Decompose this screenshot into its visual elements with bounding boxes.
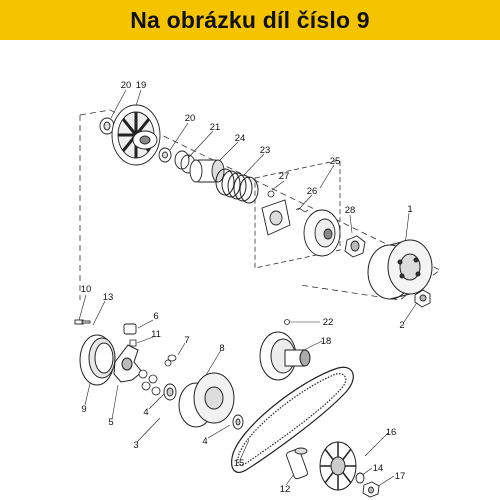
part-15-v-belt bbox=[231, 366, 354, 473]
title-banner: Na obrázku díl číslo 9 bbox=[0, 0, 500, 40]
rollers bbox=[138, 369, 161, 396]
part-28-nut bbox=[344, 235, 366, 258]
callout-label: 13 bbox=[103, 292, 114, 303]
part-16-fan-sheave bbox=[319, 441, 357, 491]
callout-label: 23 bbox=[260, 145, 271, 156]
callout-label: 1 bbox=[407, 204, 412, 215]
part-25-clutch-plate bbox=[261, 199, 291, 236]
callout-label: 18 bbox=[321, 336, 332, 347]
part-22-screw bbox=[284, 319, 290, 325]
part-27-pin bbox=[267, 190, 275, 198]
callout-label: 16 bbox=[386, 427, 397, 438]
part-12-sleeve bbox=[286, 447, 308, 480]
callout-label: 22 bbox=[323, 317, 334, 328]
part-9-cover bbox=[79, 334, 116, 386]
callout-label: 11 bbox=[151, 329, 161, 340]
callout-label: 4 bbox=[143, 407, 148, 418]
part-19-fixed-sheave bbox=[111, 104, 161, 166]
part-2-nut bbox=[414, 289, 431, 308]
part-4-seal-lower bbox=[232, 414, 244, 430]
exploded-parts-diagram: 20 19 20 21 24 23 25 27 26 28 1 2 10 13 … bbox=[74, 80, 441, 498]
part-10-bolt bbox=[74, 319, 91, 325]
part-24-collar bbox=[189, 159, 225, 183]
callout-label: 20 bbox=[121, 80, 132, 91]
clutch-group-outline-dashed bbox=[254, 159, 341, 269]
callout-label: 12 bbox=[280, 484, 291, 495]
part-25-clutch-shoe bbox=[303, 209, 341, 257]
callout-label: 5 bbox=[108, 417, 113, 428]
callout-label: 28 bbox=[345, 205, 356, 216]
part-17-nut bbox=[362, 481, 380, 498]
part-20-washer bbox=[99, 117, 115, 135]
part-18-secondary-sheave bbox=[259, 331, 311, 381]
callout-label: 6 bbox=[153, 311, 158, 322]
callout-label: 24 bbox=[235, 133, 246, 144]
callout-label: 17 bbox=[395, 471, 406, 482]
callout-label: 8 bbox=[219, 343, 224, 354]
part-11-guide bbox=[129, 339, 137, 347]
callout-label: 9 bbox=[81, 404, 86, 415]
part-4-seal bbox=[163, 383, 177, 401]
title-text: Na obrázku díl číslo 9 bbox=[130, 6, 370, 33]
callout-label: 3 bbox=[133, 440, 138, 451]
callout-labels: 20 19 20 21 24 23 25 27 26 28 1 2 10 13 … bbox=[81, 80, 413, 495]
callout-label: 25 bbox=[330, 156, 341, 167]
callout-label: 2 bbox=[399, 320, 404, 331]
callout-label: 27 bbox=[279, 171, 290, 182]
part-8-movable-sheave bbox=[178, 372, 235, 428]
part-20-washer-right bbox=[158, 147, 172, 163]
part-14-washer bbox=[355, 472, 365, 484]
part-26-spring-small bbox=[295, 208, 309, 212]
callout-label: 21 bbox=[210, 122, 221, 133]
part-23-spring bbox=[215, 168, 259, 204]
part-7-bushing bbox=[164, 354, 177, 367]
part-1-clutch-housing bbox=[367, 239, 433, 300]
callout-label: 20 bbox=[185, 113, 196, 124]
callout-label: 10 bbox=[81, 284, 92, 295]
part-6-slider bbox=[123, 323, 137, 335]
part-5-ramp-plate bbox=[113, 344, 143, 383]
callout-label: 14 bbox=[373, 463, 384, 474]
leader-lines bbox=[78, 89, 421, 489]
callout-label: 26 bbox=[307, 186, 318, 197]
callout-label: 7 bbox=[184, 335, 189, 346]
assembly-outline-dashed bbox=[79, 109, 441, 301]
callout-label: 4 bbox=[202, 436, 207, 447]
callout-label: 15 bbox=[234, 458, 245, 469]
callout-label: 19 bbox=[136, 80, 147, 91]
